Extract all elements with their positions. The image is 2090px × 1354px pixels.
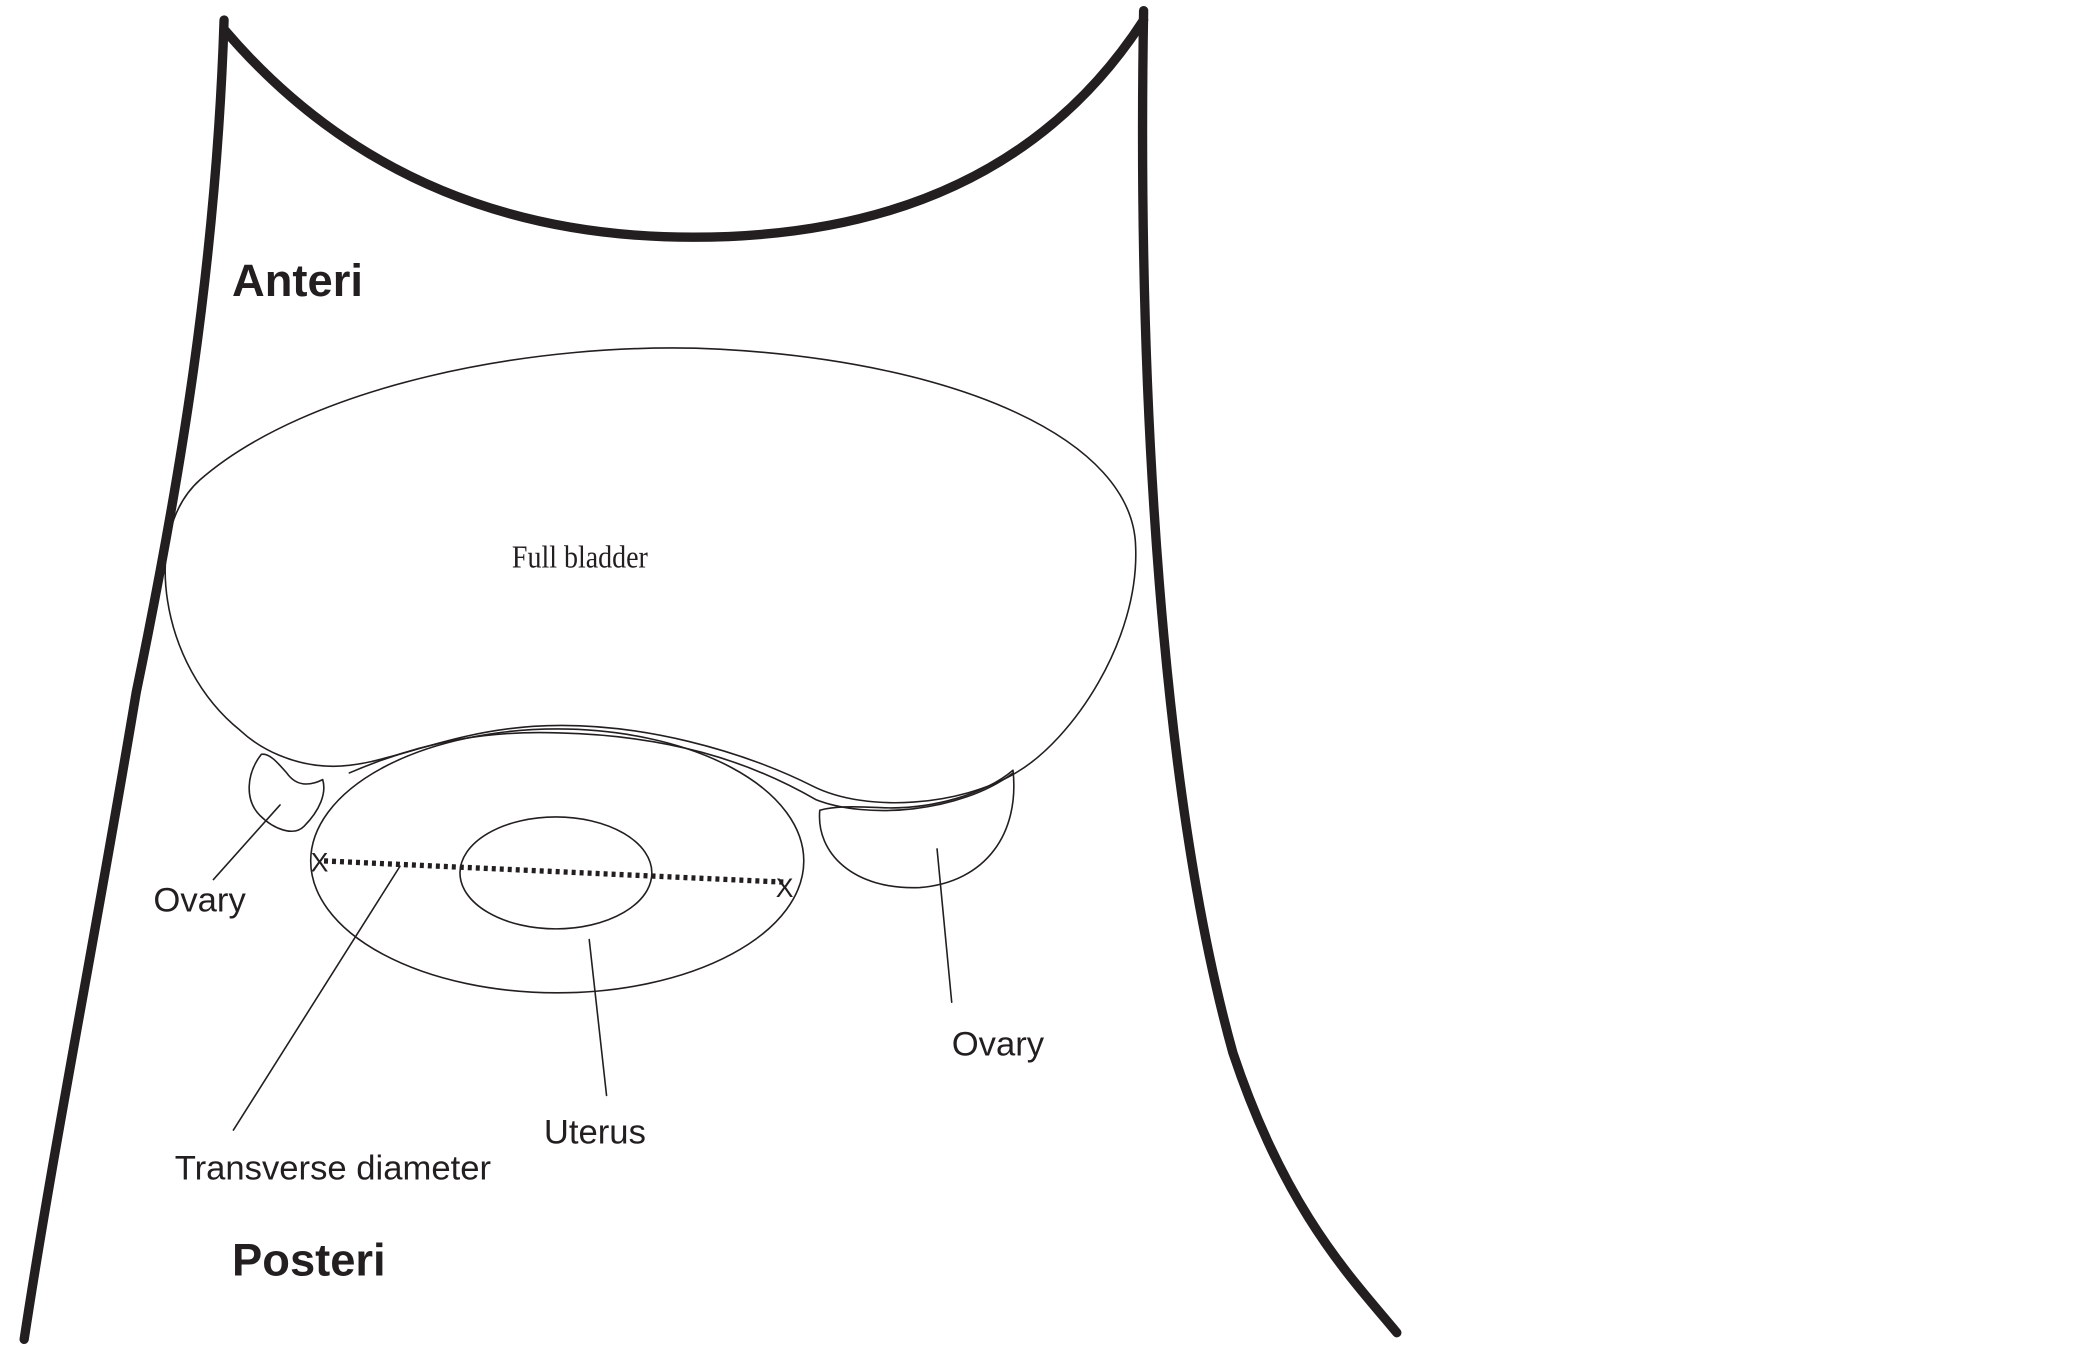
- endometrium-outline: [459, 816, 653, 930]
- bladder-label: Full bladder: [512, 540, 648, 575]
- posterior-label: Posteri: [232, 1234, 386, 1285]
- bladder-outline: [164, 347, 1137, 804]
- uterus-label: Uterus: [544, 1113, 646, 1151]
- marker-left: X: [311, 848, 329, 878]
- leader-uterus: [588, 938, 608, 1097]
- transducer-arc: [219, 15, 1149, 242]
- uterus-outline: [309, 728, 805, 994]
- leader-transverse-diameter: [232, 865, 401, 1131]
- bladder-inner-wall: [348, 731, 1014, 812]
- right-ovary: [818, 769, 1015, 889]
- transverse-diameter-label: Transverse diameter: [175, 1149, 491, 1187]
- left-ovary-label: Ovary: [153, 882, 246, 920]
- right-ovary-label: Ovary: [952, 1025, 1045, 1063]
- anterior-label: Anteri: [232, 255, 363, 306]
- transverse-diameter-line: [323, 858, 787, 885]
- leader-right-ovary: [936, 848, 953, 1003]
- marker-right: X: [776, 873, 794, 903]
- left-ovary: [248, 753, 325, 832]
- leader-left-ovary: [212, 804, 281, 881]
- body-outline-right: [1137, 5, 1402, 1338]
- body-outline-left: [19, 15, 229, 1345]
